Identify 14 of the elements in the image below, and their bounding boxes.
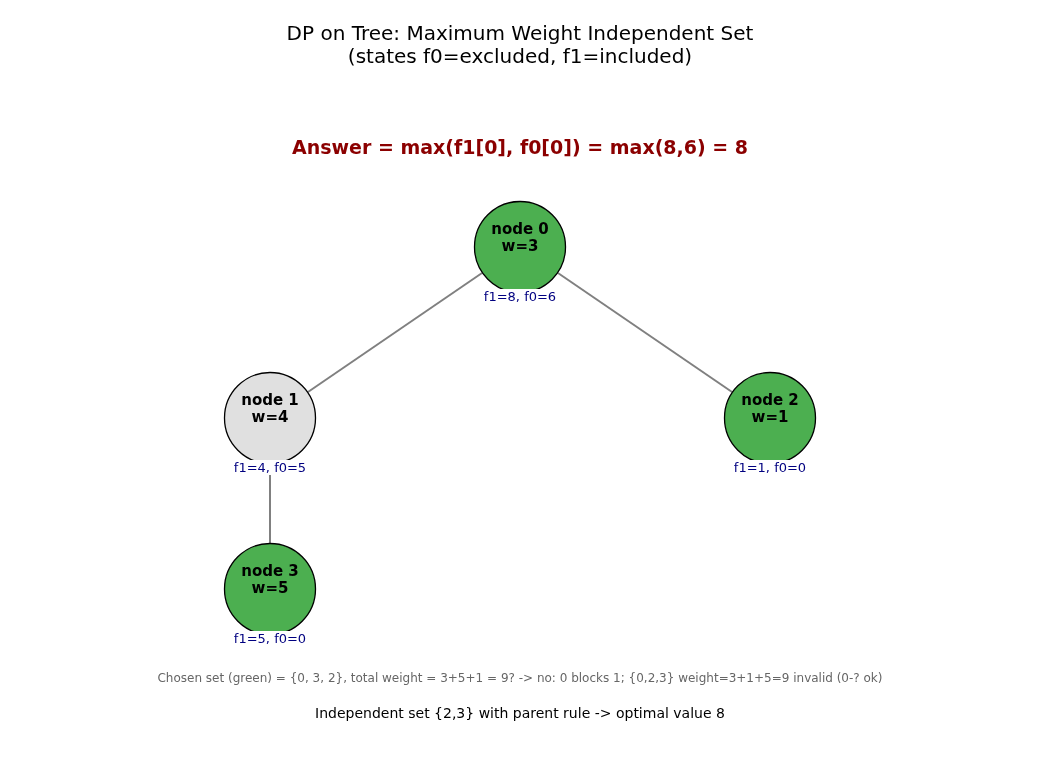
dp-values-label: f1=5, f0=0 — [233, 631, 307, 646]
dp-values-label: f1=1, f0=0 — [733, 460, 807, 475]
result-text: Independent set {2,3} with parent rule -> optimal value 8 — [315, 705, 725, 721]
node-label: node 1 w=4 — [240, 392, 300, 426]
tree-edge — [556, 271, 734, 394]
dp-values-label: f1=8, f0=6 — [483, 289, 557, 304]
node-label: node 2 w=1 — [740, 392, 800, 426]
note-text: Chosen set (green) = {0, 3, 2}, total weight = 3+5+1 = 9? -> no: 0 blocks 1; {0,2,3} weight=3+1+5=9 invalid (0-? ok) — [157, 671, 883, 685]
tree-edge — [306, 271, 484, 394]
answer-formula: Answer = max(f1[0], f0[0]) = max(8,6) = 8 — [291, 136, 749, 158]
dp-values-label: f1=4, f0=5 — [233, 460, 307, 475]
diagram-title: DP on Tree: Maximum Weight Independent Set (states f0=excluded, f1=included) — [285, 22, 755, 68]
node-label: node 0 w=3 — [490, 221, 550, 255]
node-label: node 3 w=5 — [240, 563, 300, 597]
